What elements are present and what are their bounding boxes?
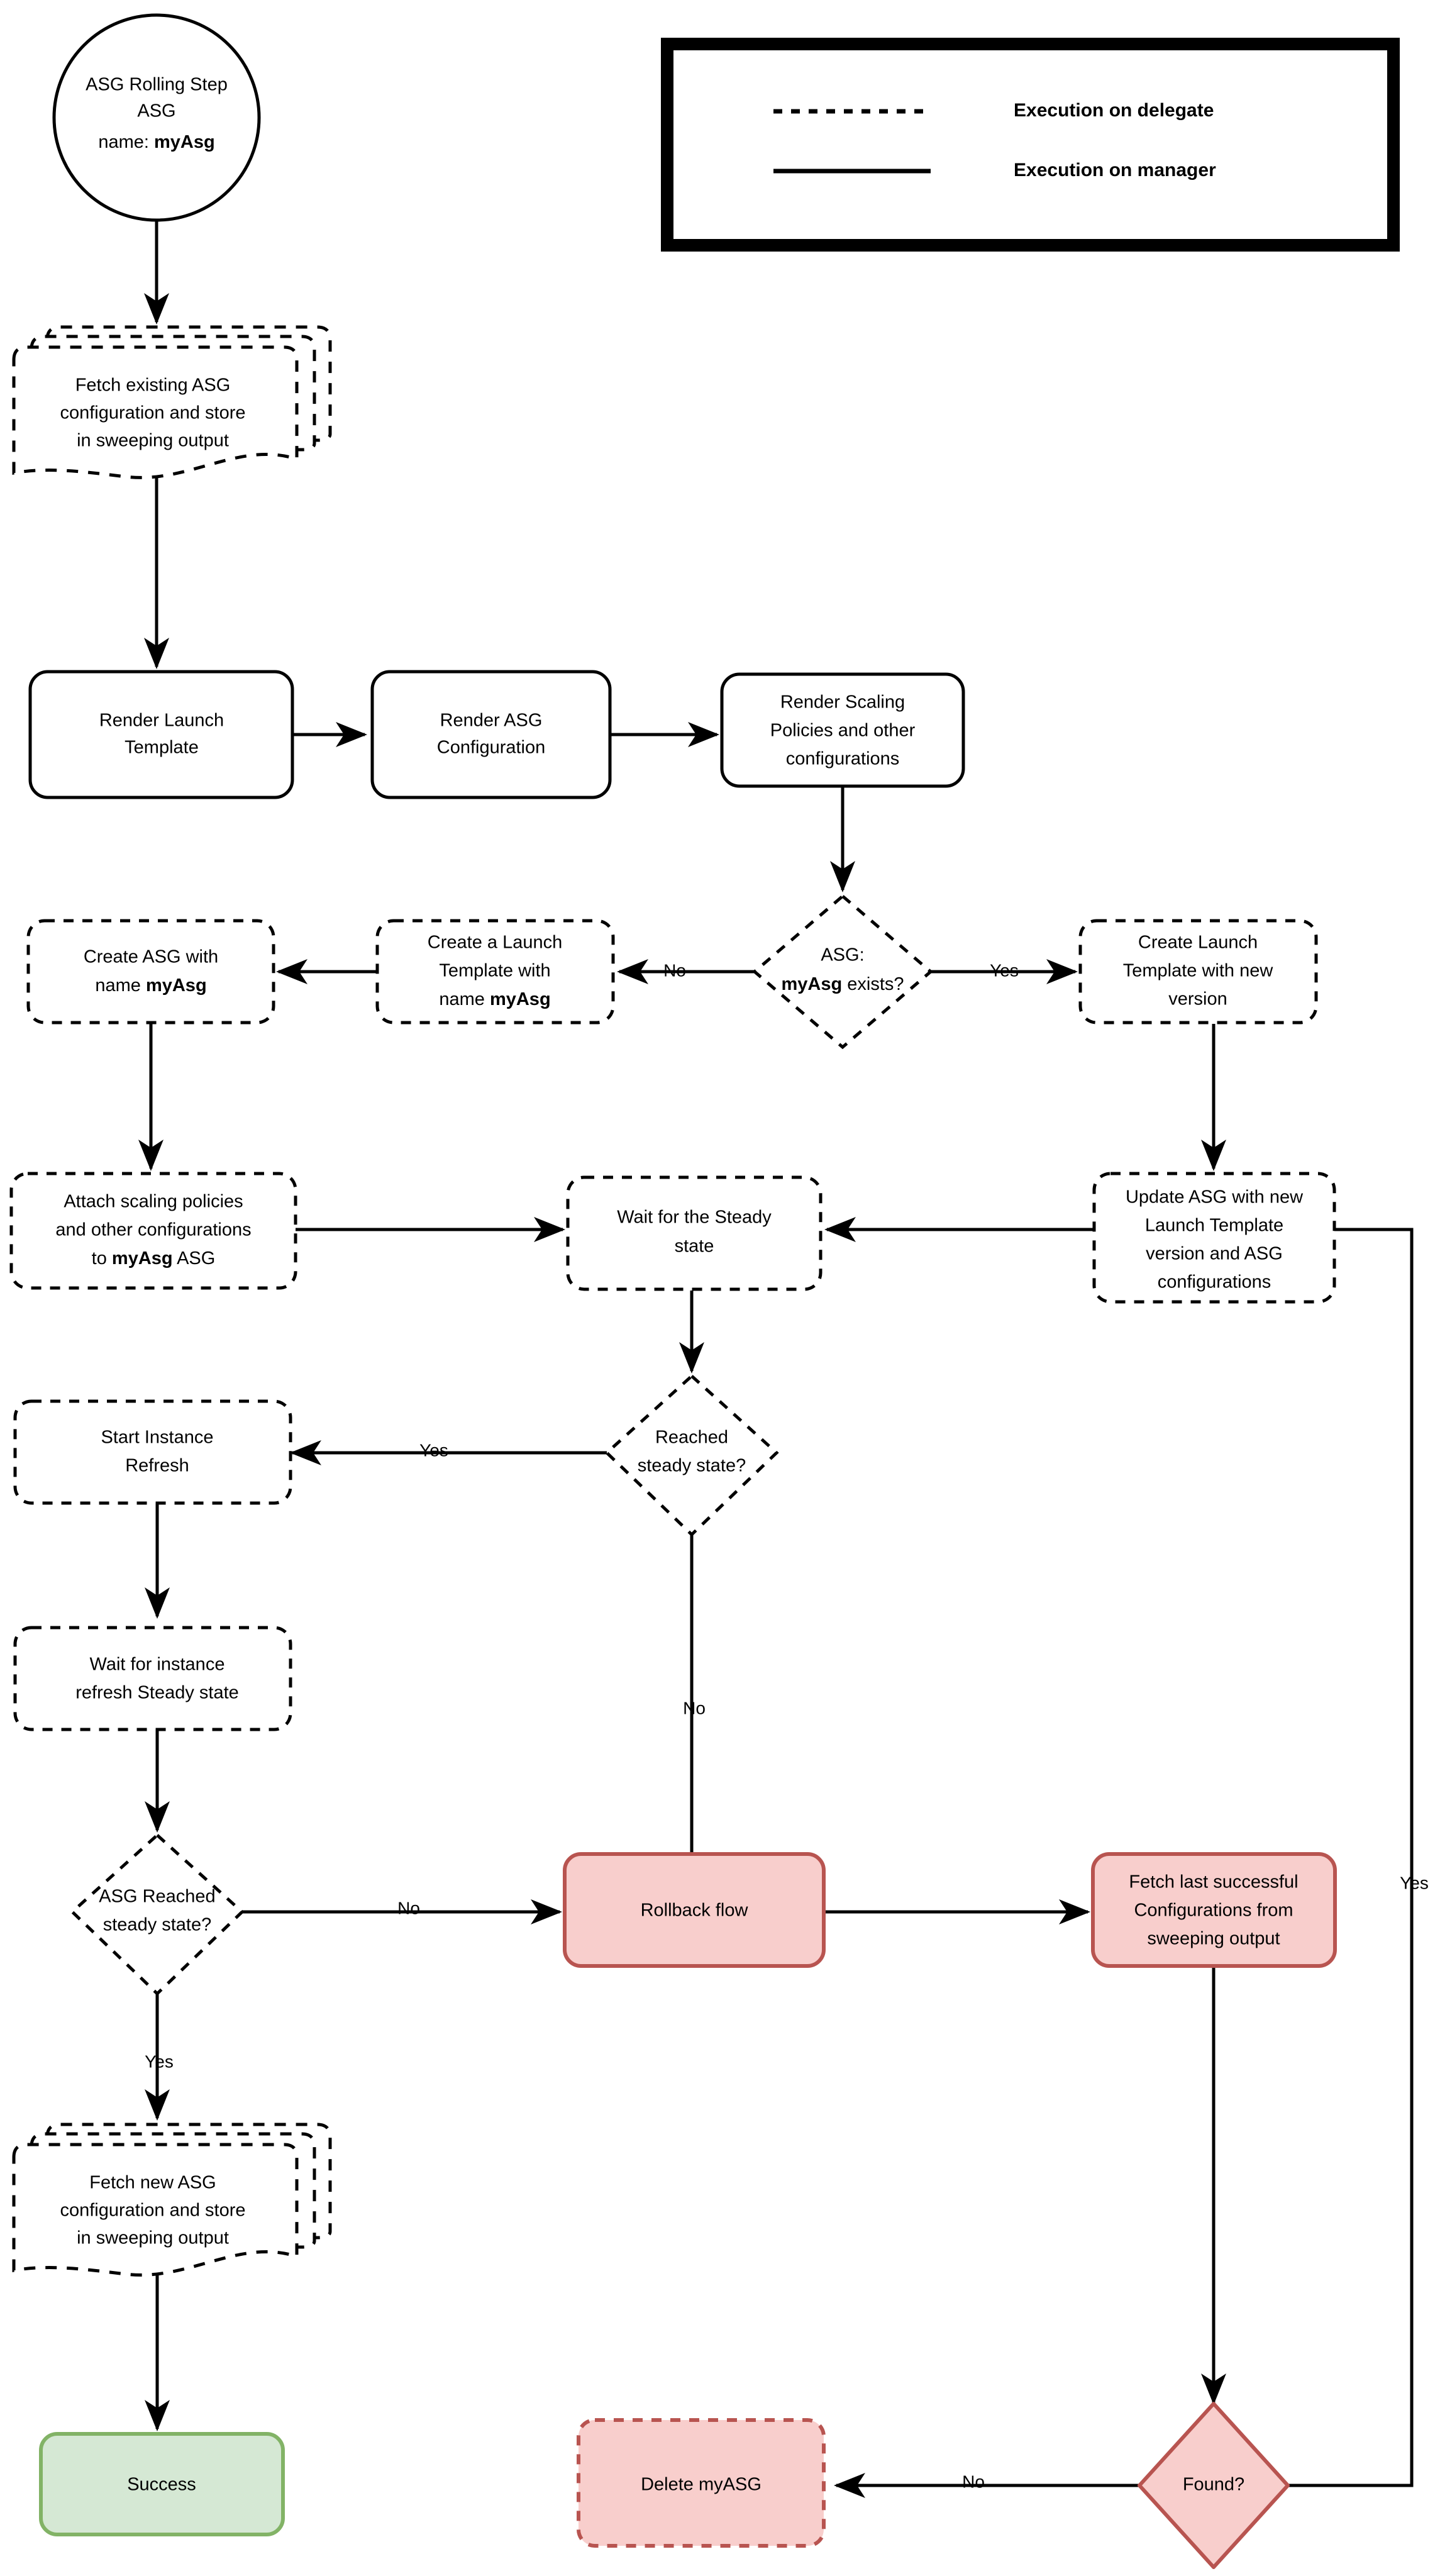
legend-label-delegate: Execution on delegate xyxy=(1014,100,1214,121)
node-found-decision[interactable]: Found? xyxy=(1138,2402,1290,2569)
node-asg-exists-bold: myAsg xyxy=(781,974,842,994)
node-render-scaling-line3: configurations xyxy=(786,749,900,769)
node-wait-instance-refresh[interactable]: Wait for instance refresh Steady state xyxy=(13,1626,292,1731)
node-fetchlast-line3: sweeping output xyxy=(1147,1929,1280,1949)
edge-labels-layer: No Yes Yes No No Yes No Yes xyxy=(145,960,1429,2491)
node-create-asg-line2: name myAsg xyxy=(95,975,206,996)
doc2-sheet-1 xyxy=(12,2143,299,2277)
node-create-asg[interactable]: Create ASG with name myAsg xyxy=(26,919,275,1024)
node-fetch-new-line2: configuration and store xyxy=(60,2201,245,2221)
node-asgreached-line2: steady state? xyxy=(103,1915,212,1935)
edge-label-asgexists-yes: Yes xyxy=(990,960,1019,980)
node-wait-steady-line1: Wait for the Steady xyxy=(617,1208,772,1228)
node-create-launch-template-named[interactable]: Create a Launch Template with name myAsg xyxy=(375,919,615,1024)
node-success[interactable]: Success xyxy=(39,2432,285,2536)
execution-legend: Execution on delegate Execution on manag… xyxy=(661,38,1400,252)
legend-label-manager: Execution on manager xyxy=(1014,160,1216,180)
node-asgreached-line1: ASG Reached xyxy=(99,1887,215,1907)
node-fetch-existing-line1: Fetch existing ASG xyxy=(75,375,231,396)
node-create-lt-new-line1: Create Launch xyxy=(1138,933,1258,953)
node-render-lt-line2: Template xyxy=(125,738,199,758)
node-asg-exists-line2: myAsg exists? xyxy=(781,974,904,994)
node-render-asg-line1: Render ASG xyxy=(440,711,543,731)
node-reached-steady-state-decision[interactable]: Reached steady state? xyxy=(604,1374,779,1537)
node-start-refresh-line1: Start Instance xyxy=(101,1428,214,1448)
node-create-lt-new-line2: Template with new xyxy=(1123,961,1274,981)
node-create-lt-named-line3: name myAsg xyxy=(439,989,550,1009)
node-wait-steady-line2: state xyxy=(675,1236,714,1257)
edge-label-reached-yes: Yes xyxy=(419,1440,448,1460)
node-delete-myasg-label: Delete myASG xyxy=(641,2475,762,2495)
node-start-line2: ASG xyxy=(137,101,175,121)
node-attach-line3: to myAsg ASG xyxy=(92,1248,216,1269)
node-attach-scaling-policies[interactable]: Attach scaling policies and other config… xyxy=(9,1172,297,1290)
node-wait-steady-state[interactable]: Wait for the Steady state xyxy=(566,1175,822,1291)
edge-label-asgreached-no: No xyxy=(397,1898,420,1918)
edge-label-found-no: No xyxy=(962,2472,985,2491)
node-success-label: Success xyxy=(127,2475,196,2495)
node-update-asg[interactable]: Update ASG with new Launch Template vers… xyxy=(1092,1172,1336,1304)
node-fetchlast-line1: Fetch last successful xyxy=(1129,1872,1298,1892)
node-fetch-new-line3: in sweeping output xyxy=(77,2228,229,2248)
node-update-asg-line2: Launch Template xyxy=(1145,1216,1283,1236)
node-update-asg-line3: version and ASG xyxy=(1146,1244,1283,1264)
node-create-lt-named-line2: Template with xyxy=(439,961,550,981)
node-render-scaling-line1: Render Scaling xyxy=(780,692,905,713)
node-render-lt-line1: Render Launch xyxy=(99,711,224,731)
node-attach-line1: Attach scaling policies xyxy=(64,1192,243,1212)
node-fetch-new-asg[interactable]: Fetch new ASG configuration and store in… xyxy=(12,2123,332,2277)
node-attach-line2: and other configurations xyxy=(55,1220,251,1240)
node-reached-line1: Reached xyxy=(655,1428,728,1448)
node-start-line1: ASG Rolling Step xyxy=(86,75,228,95)
node-render-asg-line2: Configuration xyxy=(437,738,546,758)
node-asg-exists-line1: ASG: xyxy=(821,945,864,965)
node-asg-exists-decision[interactable]: ASG: myAsg exists? xyxy=(752,894,933,1050)
node-update-asg-line4: configurations xyxy=(1158,1272,1271,1292)
node-create-lt-named-line1: Create a Launch xyxy=(428,933,562,953)
node-create-asg-prefix: name xyxy=(95,975,146,996)
node-start-line3-bold: myAsg xyxy=(154,132,215,152)
node-create-lt-named-prefix: name xyxy=(439,989,490,1009)
node-render-scaling-policies[interactable]: Render Scaling Policies and other config… xyxy=(720,672,965,788)
edge-label-asgreached-yes: Yes xyxy=(145,2051,174,2071)
node-create-lt-named-bold: myAsg xyxy=(490,989,551,1009)
node-start-instance-refresh[interactable]: Start Instance Refresh xyxy=(13,1399,292,1505)
node-create-lt-new-line3: version xyxy=(1168,989,1227,1009)
node-found-label: Found? xyxy=(1183,2475,1244,2495)
node-rollback-label: Rollback flow xyxy=(641,1901,749,1921)
node-fetch-new-line1: Fetch new ASG xyxy=(89,2173,216,2193)
node-create-asg-line1: Create ASG with xyxy=(84,947,218,967)
edge-label-asgexists-no: No xyxy=(663,960,686,980)
node-rollback-flow[interactable]: Rollback flow xyxy=(563,1852,826,1968)
node-fetch-existing-line3: in sweeping output xyxy=(77,431,229,451)
node-create-asg-bold: myAsg xyxy=(146,975,207,996)
node-fetch-last-successful[interactable]: Fetch last successful Configurations fro… xyxy=(1091,1852,1337,1968)
node-create-launch-template-new-version[interactable]: Create Launch Template with new version xyxy=(1078,919,1318,1024)
node-fetch-existing-asg[interactable]: Fetch existing ASG configuration and sto… xyxy=(12,325,332,479)
node-wait-refresh-line2: refresh Steady state xyxy=(75,1683,239,1703)
node-attach-bold: myAsg xyxy=(112,1248,173,1269)
node-update-asg-line1: Update ASG with new xyxy=(1126,1187,1304,1208)
node-attach-suffix: ASG xyxy=(173,1248,216,1269)
node-render-scaling-line2: Policies and other xyxy=(770,721,916,741)
node-render-launch-template[interactable]: Render Launch Template xyxy=(28,670,294,799)
node-fetchlast-line2: Configurations from xyxy=(1134,1901,1293,1921)
node-start-refresh-line2: Refresh xyxy=(125,1456,189,1476)
node-asg-exists-rest: exists? xyxy=(842,974,904,994)
node-start-line3-prefix: name: xyxy=(98,132,154,152)
node-asg-reached-steady-state-decision[interactable]: ASG Reached steady state? xyxy=(70,1833,245,1996)
node-wait-refresh-line1: Wait for instance xyxy=(90,1655,225,1675)
edge-label-reached-no: No xyxy=(683,1698,706,1718)
node-start[interactable]: ASG Rolling Step ASG name: myAsg xyxy=(52,13,261,222)
doc-sheet-1 xyxy=(12,345,299,479)
node-reached-line2: steady state? xyxy=(638,1456,746,1476)
node-attach-prefix: to xyxy=(92,1248,112,1269)
node-fetch-existing-line2: configuration and store xyxy=(60,403,245,423)
edge-label-found-yes: Yes xyxy=(1400,1873,1429,1892)
node-delete-myasg[interactable]: Delete myASG xyxy=(577,2418,826,2548)
node-start-line3: name: myAsg xyxy=(98,132,214,152)
node-render-asg-configuration[interactable]: Render ASG Configuration xyxy=(370,670,612,799)
